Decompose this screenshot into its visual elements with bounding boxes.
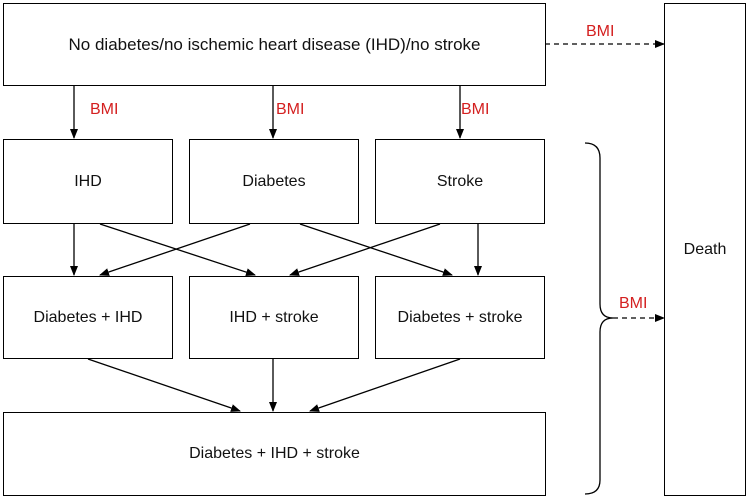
node-diabetes-stroke: Diabetes + stroke xyxy=(375,276,545,359)
label-bmi-top-to-ihd: BMI xyxy=(90,101,119,118)
label-bmi-group-to-death: BMI xyxy=(619,295,648,312)
arrow-stroke-to-ihd-stroke xyxy=(289,223,441,276)
arrow-ihd-to-ihd-stroke xyxy=(99,223,256,276)
node-ihd: IHD xyxy=(3,139,173,224)
node-stroke: Stroke xyxy=(375,139,545,224)
group-bracket xyxy=(584,142,614,495)
node-no-disease: No diabetes/no ischemic heart disease (I… xyxy=(3,3,546,86)
node-diabetes: Diabetes xyxy=(189,139,359,224)
label-bmi-top-to-diabetes: BMI xyxy=(276,101,305,118)
node-ihd-stroke: IHD + stroke xyxy=(189,276,359,359)
node-diabetes-ihd: Diabetes + IHD xyxy=(3,276,173,359)
node-diabetes-ihd-stroke: Diabetes + IHD + stroke xyxy=(3,412,546,496)
arrow-diabetes-to-diabetes-stroke xyxy=(299,223,453,276)
arrow-diabetes-stroke-to-all xyxy=(309,358,461,412)
arrow-diabetes-ihd-to-all xyxy=(87,358,241,412)
arrow-diabetes-to-diabetes-ihd xyxy=(99,223,251,276)
node-death: Death xyxy=(664,3,746,496)
label-bmi-top-to-stroke: BMI xyxy=(461,101,490,118)
label-bmi-top-to-death: BMI xyxy=(586,23,615,40)
